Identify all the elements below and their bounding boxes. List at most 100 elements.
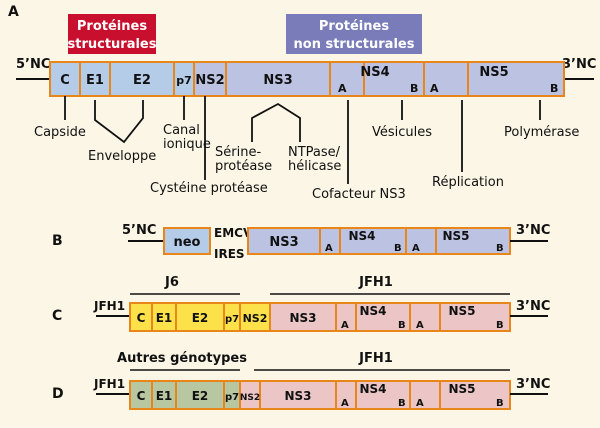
d-ns4a-sublabel: A xyxy=(341,398,349,409)
c-c-label: C xyxy=(137,311,146,325)
c-segment-e2 xyxy=(175,302,225,332)
c-p7-label: p7 xyxy=(225,314,239,325)
c-bracket-j6-label: J6 xyxy=(164,275,179,290)
annotation-cysteine: Cystéine protéase xyxy=(150,181,268,196)
segment-ns2-label: NS2 xyxy=(195,73,224,88)
header-structural-box xyxy=(68,14,156,54)
c-ns5a-sublabel: A xyxy=(416,320,424,331)
annotation-serine-line1: Sérine- xyxy=(215,145,261,160)
c-segment-ns4b xyxy=(355,302,411,332)
c-left-label: JFH1 xyxy=(93,299,125,313)
b-5nc-label: 5’NC xyxy=(122,223,156,238)
b-3nc-label: 3’NC xyxy=(516,223,550,238)
annotation-cofacteur: Cofacteur NS3 xyxy=(312,187,406,202)
d-left-label: JFH1 xyxy=(93,377,125,391)
header-nonstructural-line2: non structurales xyxy=(294,37,415,52)
annotation-polymerase: Polymérase xyxy=(504,125,579,140)
c-3nc-label: 3’NC xyxy=(516,299,550,314)
c-ns3-label: NS3 xyxy=(289,311,316,325)
panel-b: B 5’NC neo EMCV IRES NS3 NS4 NS5 A B A B… xyxy=(52,223,550,261)
b-ns5-label: NS5 xyxy=(442,229,469,243)
panel-c-letter: C xyxy=(52,308,62,324)
b-ns3-label: NS3 xyxy=(269,235,298,250)
b-segment-ns3 xyxy=(247,227,321,255)
segment-p7-label: p7 xyxy=(176,74,192,87)
segment-e2-label: E2 xyxy=(133,73,151,88)
d-bracket-other-label: Autres génotypes xyxy=(117,351,247,366)
annotation-capside: Capside xyxy=(34,125,86,140)
line-enveloppe xyxy=(94,100,144,144)
segment-ns2 xyxy=(193,61,227,97)
header-structural-line1: Protéines xyxy=(77,19,147,34)
segment-ns4-label: NS4 xyxy=(360,65,389,80)
annotation-canal-line2: ionique xyxy=(163,137,211,152)
c-bracket-jfh1-label: JFH1 xyxy=(358,275,393,290)
c-ns4a-sublabel: A xyxy=(341,320,349,331)
d-segment-ns5b xyxy=(439,380,511,410)
segment-c xyxy=(49,61,81,97)
c-e2-label: E2 xyxy=(192,311,209,325)
d-ns4b-sublabel: B xyxy=(398,398,406,409)
ns5b-sublabel: B xyxy=(550,82,558,95)
b-segment-ns5a xyxy=(405,227,437,255)
c-ns4b-sublabel: B xyxy=(398,320,406,331)
panel-d: D Autres génotypes JFH1 JFH1 C E1 E2 p7 … xyxy=(52,351,550,410)
segment-e1-label: E1 xyxy=(86,73,104,88)
c-ns4-label: NS4 xyxy=(359,304,386,318)
ns4b-sublabel: B xyxy=(410,82,418,95)
panel-d-letter: D xyxy=(52,386,64,402)
d-segment-e1 xyxy=(151,380,177,410)
c-ns2-label: NS2 xyxy=(243,312,268,325)
line-ns3-split xyxy=(251,102,301,142)
segment-e1 xyxy=(79,61,111,97)
d-bracket-jfh1-label: JFH1 xyxy=(358,351,393,366)
annotation-canal-line1: Canal xyxy=(163,123,200,138)
b-ns4b-sublabel: B xyxy=(394,243,402,254)
d-ns3-label: NS3 xyxy=(284,389,311,403)
d-e2-label: E2 xyxy=(192,389,209,403)
d-ns2-label: NS2 xyxy=(240,393,260,403)
annotation-replication: Réplication xyxy=(432,175,504,190)
segment-ns4b xyxy=(363,61,425,97)
ires-label-line2: IRES xyxy=(214,247,245,261)
d-3nc-label: 3’NC xyxy=(516,377,550,392)
d-p7-label: p7 xyxy=(225,392,239,403)
d-ns5-label: NS5 xyxy=(448,382,475,396)
annotation-enveloppe: Enveloppe xyxy=(88,149,156,164)
header-structural-line2: structurales xyxy=(68,37,157,52)
segment-c-label: C xyxy=(60,73,70,88)
panel-b-letter: B xyxy=(52,233,63,249)
segment-ns4a xyxy=(329,61,365,97)
segment-neo-label: neo xyxy=(173,235,200,250)
a-3nc-label: 3’NC xyxy=(562,57,596,72)
annotation-ntpase-line2: hélicase xyxy=(288,159,341,174)
segment-ns5-label: NS5 xyxy=(479,65,508,80)
d-ns5b-sublabel: B xyxy=(496,398,504,409)
d-ns4-label: NS4 xyxy=(359,382,386,396)
segment-ns3 xyxy=(225,61,331,97)
c-ns5-label: NS5 xyxy=(448,304,475,318)
d-segment-ns4b xyxy=(355,380,411,410)
b-ns4a-sublabel: A xyxy=(325,243,333,254)
c-ns5b-sublabel: B xyxy=(496,320,504,331)
header-nonstructural-line1: Protéines xyxy=(319,19,389,34)
b-ns5a-sublabel: A xyxy=(412,243,420,254)
c-segment-ns2 xyxy=(239,302,271,332)
header-nonstructural-box xyxy=(286,14,422,54)
d-e1-label: E1 xyxy=(156,389,173,403)
c-e1-label: E1 xyxy=(156,311,173,325)
panel-a: A Protéines structurales Protéines non s… xyxy=(8,4,596,202)
annotation-vesicules: Vésicules xyxy=(372,125,432,140)
panel-a-letter: A xyxy=(8,4,19,20)
annotation-serine-line2: protéase xyxy=(215,159,272,174)
segment-ns5a xyxy=(423,61,469,97)
a-5nc-label: 5’NC xyxy=(16,57,50,72)
d-ns5a-sublabel: A xyxy=(416,398,424,409)
annotation-ntpase-line1: NTPase/ xyxy=(288,145,341,160)
ns4a-sublabel: A xyxy=(338,82,347,95)
segment-neo xyxy=(163,227,211,255)
segment-ns3-label: NS3 xyxy=(263,73,292,88)
c-segment-ns5a xyxy=(409,302,441,332)
